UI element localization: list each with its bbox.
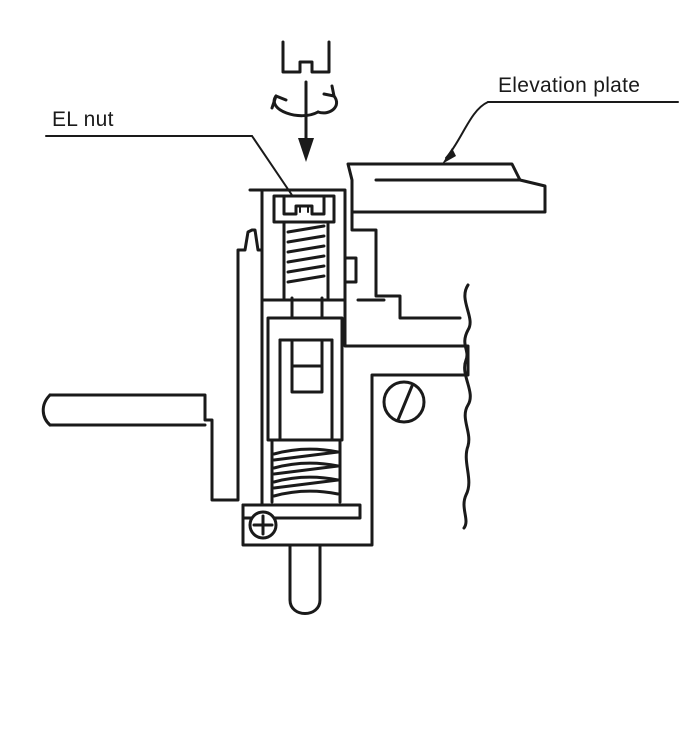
screwdriver-tip — [281, 40, 331, 74]
bottom-pin — [288, 543, 322, 615]
housing — [241, 188, 470, 547]
elevation-plate-label: Elevation plate — [498, 74, 641, 97]
phillips-screw-icon — [248, 510, 278, 540]
break-edge — [462, 283, 472, 530]
el-nut — [272, 194, 336, 224]
lower-spring — [270, 438, 342, 504]
slotted-screw-icon — [382, 380, 426, 424]
elevation-plate-leader — [442, 101, 679, 164]
spindle — [266, 296, 344, 442]
left-flange — [41, 228, 264, 502]
el-nut-leader — [45, 135, 299, 205]
rotation-arrow-icon — [270, 84, 339, 118]
el-nut-label: EL nut — [52, 108, 114, 131]
upper-spring — [282, 220, 330, 300]
bottom-plate — [241, 503, 362, 520]
down-arrow-icon — [298, 80, 314, 162]
elevation-plate — [346, 162, 547, 214]
